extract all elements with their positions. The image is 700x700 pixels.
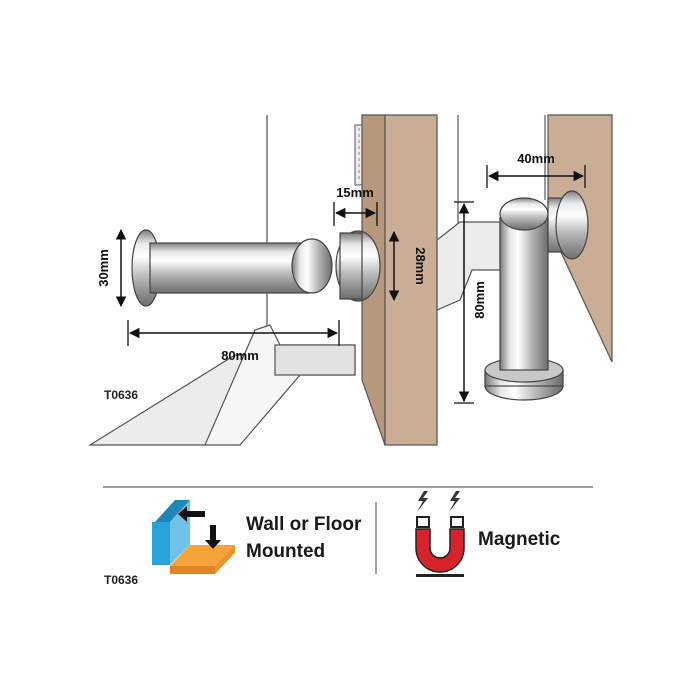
dim-right-height: 80mm: [454, 201, 487, 404]
right-floor-skirting: [436, 221, 501, 311]
dim-head-diameter: 28mm: [388, 230, 428, 302]
dim-left-length-label: 80mm: [221, 348, 259, 363]
feature-product-code: T0636: [104, 573, 138, 587]
lightning-icon-left: [417, 491, 428, 512]
vertical-door-disc: [555, 190, 589, 260]
door-stop-horizontal: [131, 229, 381, 307]
door-face: [384, 114, 438, 446]
lightning-icon-right: [449, 491, 460, 512]
mount-label-line2: Mounted: [246, 541, 325, 562]
dim-left-length: 80mm: [127, 320, 340, 363]
floor-mount-scene: 40mm 80mm: [436, 114, 613, 404]
wall-mount-scene: 30mm 80mm 15mm 28mm T0636: [87, 114, 438, 446]
dim-left-diameter-label: 30mm: [96, 249, 111, 287]
door-stop-vertical: [484, 190, 589, 401]
vertical-catch-ring: [499, 197, 549, 231]
stop-shaft: [149, 242, 311, 294]
magnet-catch-ring: [291, 238, 333, 294]
magnet-icon: [415, 491, 465, 577]
vertical-shaft: [499, 217, 549, 371]
dim-head-depth-label: 15mm: [336, 185, 374, 200]
wall-floor-mount-icon: [152, 500, 235, 574]
diagram-product-code: T0636: [104, 388, 138, 402]
door-head-plate: [339, 232, 363, 300]
dim-head-depth: 15mm: [333, 185, 378, 226]
dim-right-projection-label: 40mm: [517, 151, 555, 166]
mount-label-line1: Wall or Floor: [246, 514, 362, 535]
magnetic-label: Magnetic: [478, 529, 561, 550]
dim-head-diameter-label: 28mm: [413, 247, 428, 285]
feature-strip: T0636 Wall or Floor Mounted Magnetic: [103, 486, 593, 587]
dim-left-diameter: 30mm: [96, 228, 127, 308]
dim-right-height-label: 80mm: [472, 281, 487, 319]
skirting-top: [274, 344, 356, 376]
dim-right-projection: 40mm: [486, 151, 586, 188]
